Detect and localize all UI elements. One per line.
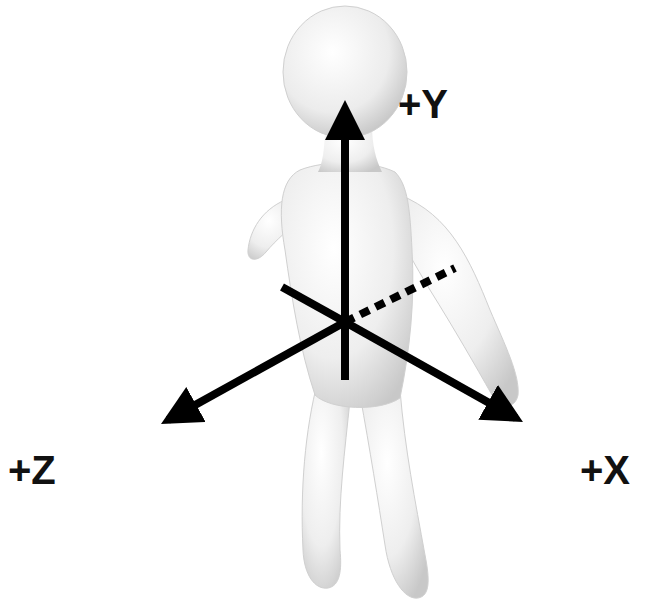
negative-x-axis [282,287,345,322]
y-axis [341,108,349,380]
axis-label: +Z [8,450,56,490]
x-axis [345,322,516,418]
axis-label: +X [580,450,630,490]
axis-label: +Y [398,84,448,124]
negative-z-axis [345,268,455,322]
z-axis [168,322,345,420]
